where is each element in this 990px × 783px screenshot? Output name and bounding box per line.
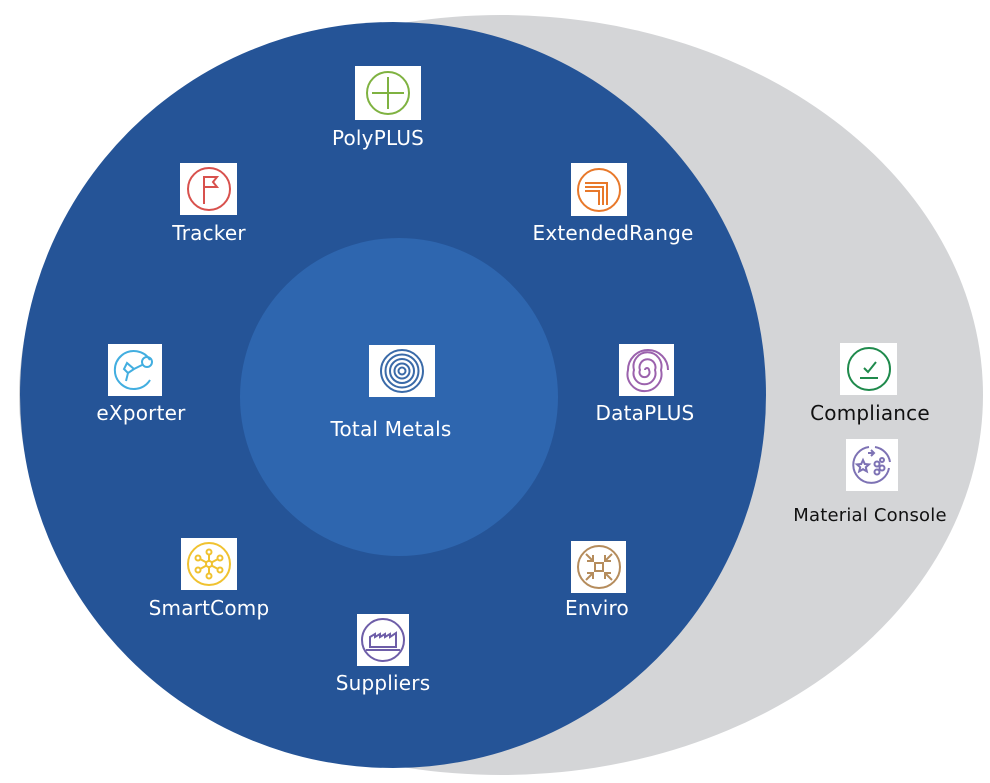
corner-lines-icon xyxy=(571,163,627,216)
factory-icon xyxy=(357,614,409,666)
module-label-tracker: Tracker xyxy=(172,221,246,245)
network-nodes-icon xyxy=(181,538,237,590)
spiral-icon xyxy=(619,344,674,396)
arrows-inward-icon xyxy=(571,541,626,593)
share-arrow-icon xyxy=(108,344,162,396)
module-label-compliance: Compliance xyxy=(810,401,930,425)
concentric-spiral-icon xyxy=(369,345,435,397)
module-label-extendedrange: ExtendedRange xyxy=(532,221,694,245)
star-molecule-icon xyxy=(846,439,898,491)
module-label-dataplus: DataPLUS xyxy=(595,401,695,425)
inner-circle xyxy=(240,238,558,556)
module-label-smartcomp: SmartComp xyxy=(148,596,270,620)
flag-icon xyxy=(180,163,237,215)
module-label-suppliers: Suppliers xyxy=(335,671,431,695)
module-label-polyplus: PolyPLUS xyxy=(331,126,425,150)
center-label: Total Metals xyxy=(330,417,452,441)
module-label-exporter: eXporter xyxy=(96,401,186,425)
checkmark-circle-icon xyxy=(840,343,897,395)
crosshair-circle-icon xyxy=(355,66,421,120)
module-label-enviro: Enviro xyxy=(565,596,629,620)
module-label-material-console: Material Console xyxy=(793,505,947,526)
